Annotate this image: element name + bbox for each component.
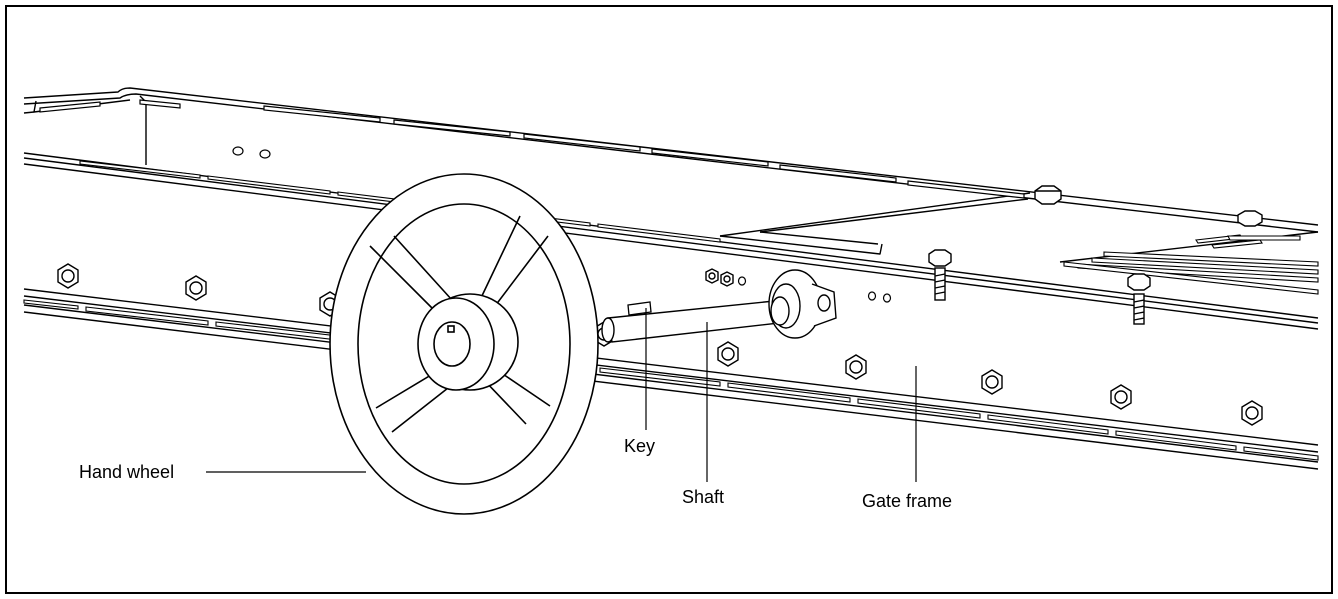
figure-border [5,5,1333,594]
flange-holes [232,146,892,303]
shaft-label: Shaft [682,487,724,507]
gate-frame-label: Gate frame [862,491,952,511]
hand-wheel [329,173,599,515]
key-label: Key [624,436,655,456]
top-bolts [928,185,1263,325]
flange-slots-top [39,99,1025,199]
bearing-flange [768,269,837,339]
gate-frame [23,87,1319,470]
hand-wheel-label: Hand wheel [79,462,174,482]
deck-grating [1063,234,1319,295]
key [627,301,652,316]
hex-nuts [57,263,1263,426]
callout-leaders [206,308,917,482]
flange-slots-bottom [23,299,1319,461]
